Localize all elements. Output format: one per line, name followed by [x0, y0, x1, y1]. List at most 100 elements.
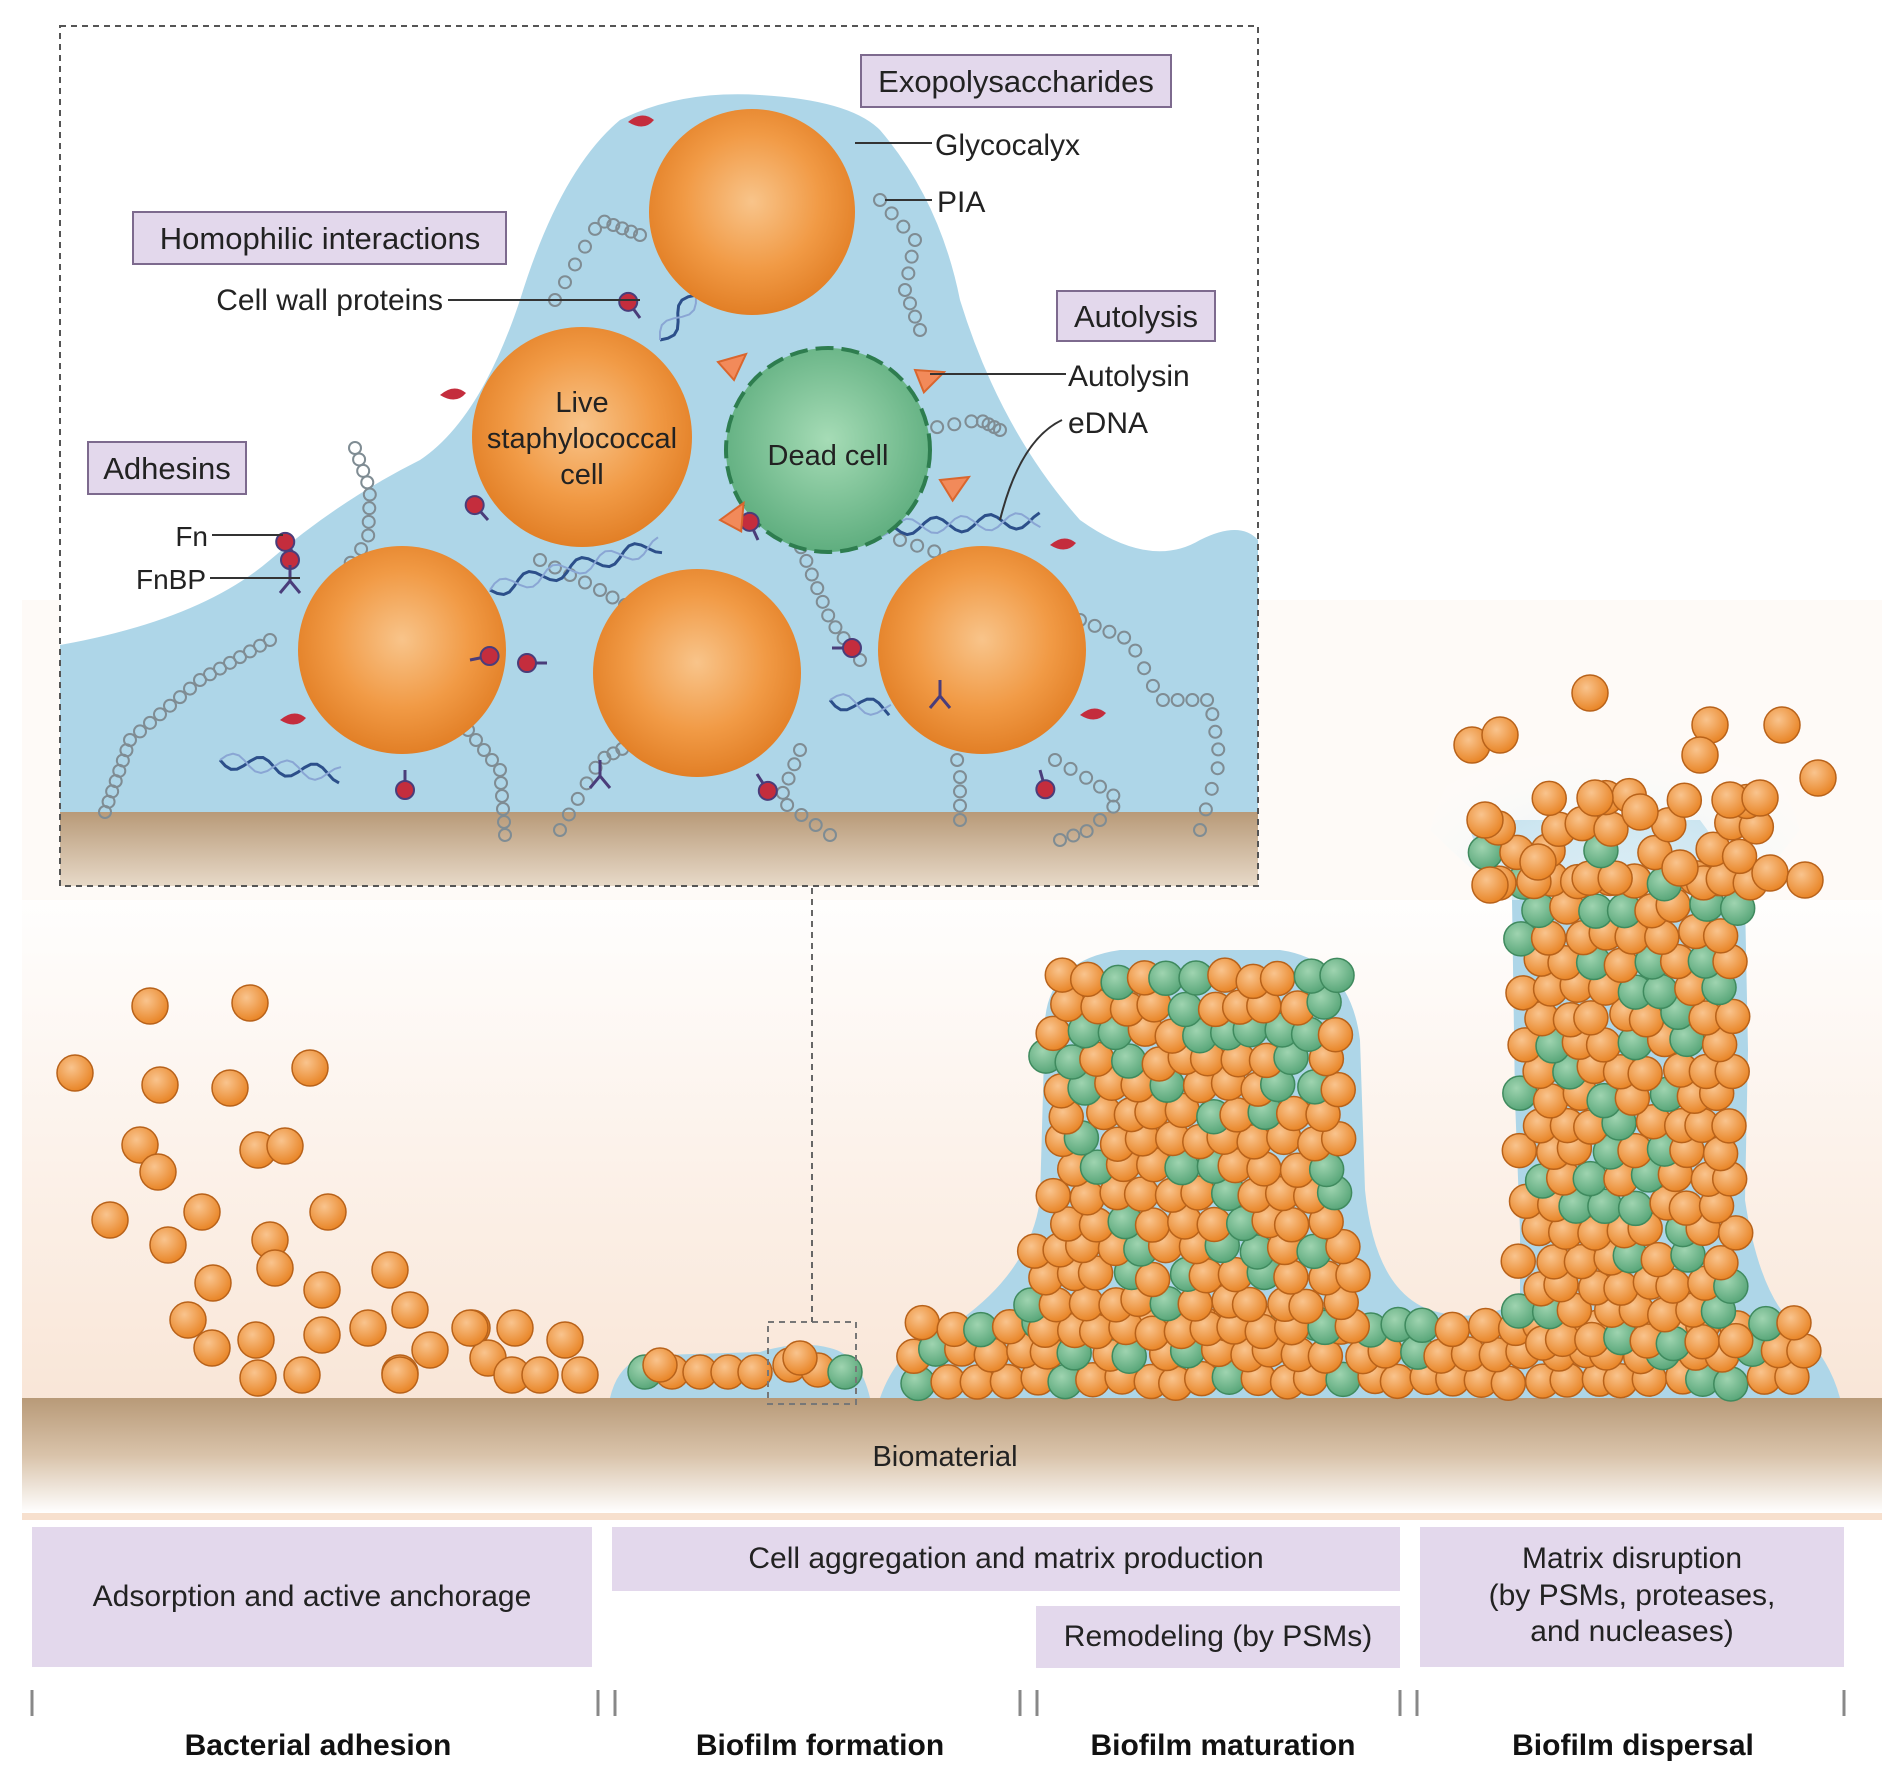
pia-bead — [927, 544, 942, 559]
live-bacterium — [231, 984, 269, 1022]
dead-bacterium — [1617, 1190, 1654, 1227]
disruption-label-3: and nucleases) — [1530, 1615, 1733, 1648]
live-bacterium — [1519, 843, 1557, 881]
pia-bead — [183, 681, 197, 696]
live-bacterium — [237, 1321, 275, 1359]
live-bacterium — [266, 1127, 304, 1165]
live-bacterium — [1661, 849, 1699, 887]
dead-bacterium — [1404, 1307, 1440, 1344]
live-bacterium — [169, 1301, 207, 1339]
live-bacterium — [291, 1049, 329, 1087]
live-bacterium — [194, 1264, 232, 1302]
adhesins-label: Adhesins — [103, 451, 231, 486]
pia-bead — [787, 757, 802, 772]
adhesin-head — [1035, 779, 1056, 800]
live-bacterium — [1379, 1363, 1416, 1400]
homophilic-label: Homophilic interactions — [160, 221, 480, 256]
pia-bead — [893, 533, 907, 547]
pia-bead — [533, 553, 547, 567]
live-bacterium — [121, 1126, 159, 1164]
live-bacterium — [1471, 866, 1509, 904]
pia-bead — [1106, 799, 1121, 814]
live-bacterium — [1069, 961, 1106, 998]
edna-strand — [829, 693, 892, 716]
live-bacterium — [1668, 1190, 1705, 1226]
live-bacterium — [496, 1309, 534, 1347]
live-bacterium — [1467, 1307, 1504, 1344]
biomaterial-label: Biomaterial — [872, 1441, 1017, 1473]
pia-bead — [993, 423, 1007, 437]
live-bacterium — [139, 1153, 177, 1191]
edna-strand — [489, 542, 663, 597]
live-bacterium — [371, 1251, 409, 1289]
dead-bacterium — [1319, 957, 1355, 994]
live-bacterium — [1714, 998, 1751, 1035]
edna-strand — [659, 286, 697, 340]
pia-bead — [1208, 724, 1223, 739]
live-bacterium — [782, 1340, 818, 1376]
live-bacterium — [1481, 716, 1519, 754]
inset-overlay-molecules — [275, 115, 1106, 801]
pia-bead — [1210, 761, 1225, 776]
pia-bead — [780, 798, 795, 812]
live-bacterium — [239, 1359, 277, 1397]
pia-bead — [953, 770, 967, 785]
autolysin-enzyme — [718, 500, 745, 534]
pia-bead — [1204, 781, 1219, 796]
live-bacterium — [149, 1226, 187, 1264]
pia-bead — [901, 266, 916, 281]
pia-bead — [828, 620, 843, 635]
pia-bead — [568, 257, 582, 272]
pia-bead — [1063, 761, 1078, 776]
adsorption-box — [32, 1527, 592, 1667]
pia-bead — [810, 581, 825, 596]
surface-protein — [1080, 708, 1106, 720]
adhesin-head — [842, 638, 862, 658]
pia-bead — [908, 309, 922, 324]
pia-bead — [143, 715, 157, 730]
live-bacterium — [1134, 1261, 1171, 1298]
pia-bead — [947, 417, 962, 432]
dead-cell — [724, 346, 932, 554]
pia-bead — [153, 707, 167, 722]
live-bacterium — [737, 1354, 773, 1390]
live-bacterium — [1751, 854, 1789, 892]
surface-protein — [280, 713, 306, 725]
pia-bead — [361, 528, 376, 543]
autolysin-label: Autolysin — [1068, 360, 1190, 393]
live-bacterium — [1320, 1071, 1356, 1108]
adhesins-box — [87, 441, 247, 495]
remodeling-box — [1036, 1606, 1400, 1668]
inset-molecules — [98, 193, 1226, 847]
cell-wall-proteins-label: Cell wall proteins — [216, 284, 443, 317]
live-cell-labeled — [472, 327, 692, 547]
edna-strand — [489, 536, 659, 591]
edna-strand — [218, 755, 340, 785]
pia-bead — [896, 219, 911, 234]
live-bacterium — [1576, 779, 1614, 817]
live-bacterium — [303, 1271, 341, 1309]
live-bacterium — [1717, 1215, 1754, 1251]
live-bacterium — [309, 1193, 347, 1231]
pia-bead — [1093, 813, 1107, 827]
disruption-label-2: (by PSMs, proteases, — [1489, 1579, 1776, 1612]
adhesin-head — [479, 646, 500, 667]
fnbp-label: FnBP — [136, 564, 206, 595]
adhesin-head — [757, 780, 778, 801]
pia-bead — [1117, 630, 1132, 645]
edna-label: eDNA — [1068, 407, 1148, 440]
live-bacterium — [193, 1329, 231, 1367]
pia-bead — [821, 608, 836, 623]
pia-bead — [884, 206, 899, 221]
pia-bead — [808, 818, 823, 832]
leader-lines — [210, 142, 1066, 579]
edna-strand — [659, 291, 705, 342]
surface-protein — [440, 388, 466, 400]
live-bacterium — [1711, 1108, 1747, 1144]
pia-bead — [615, 221, 630, 236]
live-bacterium — [411, 1331, 449, 1369]
fn-label: Fn — [175, 521, 208, 552]
live-bacterium — [1134, 1207, 1171, 1243]
pia-bead — [1128, 643, 1143, 658]
